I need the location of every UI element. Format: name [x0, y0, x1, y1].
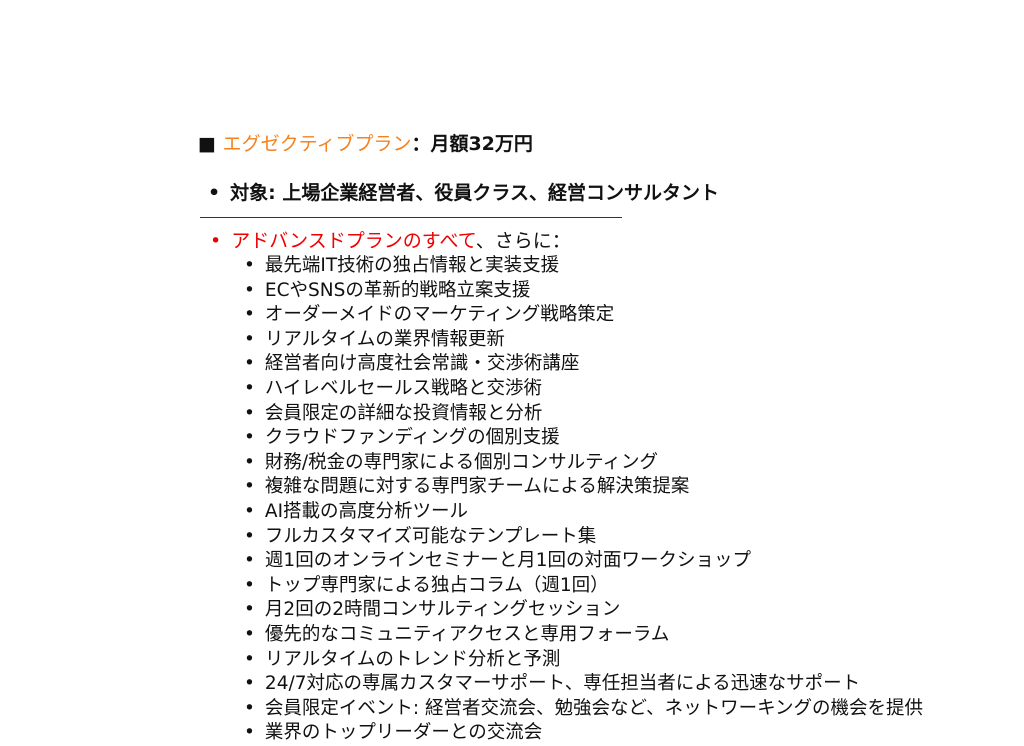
feature-item: 財務/税金の専門家による個別コンサルティング	[244, 451, 923, 476]
feature-item: 会員限定イベント: 経営者交流会、勉強会など、ネットワーキングの機会を提供	[244, 697, 923, 722]
feature-item: 最先端IT技術の独占情報と実装支援	[244, 254, 923, 279]
feature-item: ECやSNSの革新的戦略立案支援	[244, 279, 923, 304]
feature-item: 週1回のオンラインセミナーと月1回の対面ワークショップ	[244, 549, 923, 574]
square-marker: ■	[198, 133, 216, 155]
feature-item: ハイレベルセールス戦略と交渉術	[244, 377, 923, 402]
feature-item: 24/7対応の専属カスタマーサポート、専任担当者による迅速なサポート	[244, 672, 923, 697]
feature-item: トップ専門家による独占コラム（週1回）	[244, 574, 923, 599]
feature-item: オーダーメイドのマーケティング戦略策定	[244, 303, 923, 328]
target-audience: 対象: 上場企業経営者、役員クラス、経営コンサルタント	[208, 180, 719, 206]
plan-title: ■ エグゼクティブプラン：月額32万円	[198, 130, 533, 158]
plan-section: ■ エグゼクティブプラン：月額32万円 対象: 上場企業経営者、役員クラス、経営…	[198, 130, 923, 743]
advanced-plan-includes: • アドバンスドプランのすべて、さらに：	[210, 228, 571, 254]
feature-item: AI搭載の高度分析ツール	[244, 500, 923, 525]
advanced-rest: 、さらに：	[475, 230, 571, 252]
plan-name: エグゼクティブプラン	[222, 133, 412, 155]
feature-item: リアルタイムの業界情報更新	[244, 328, 923, 353]
feature-item: 業界のトップリーダーとの交流会	[244, 721, 923, 746]
feature-item: 経営者向け高度社会常識・交渉術講座	[244, 352, 923, 377]
divider	[200, 217, 622, 218]
feature-item: 複雑な問題に対する専門家チームによる解決策提案	[244, 475, 923, 500]
feature-item: 月2回の2時間コンサルティングセッション	[244, 598, 923, 623]
red-bullet-icon: •	[210, 230, 222, 252]
advanced-plan-link[interactable]: アドバンスドプランのすべて	[231, 230, 476, 252]
feature-item: リアルタイムのトレンド分析と予測	[244, 648, 923, 673]
plan-price: ：月額32万円	[411, 133, 533, 155]
feature-item: フルカスタマイズ可能なテンプレート集	[244, 525, 923, 550]
feature-item: クラウドファンディングの個別支援	[244, 426, 923, 451]
feature-item: 優先的なコミュニティアクセスと専用フォーラム	[244, 623, 923, 648]
feature-list: 最先端IT技術の独占情報と実装支援ECやSNSの革新的戦略立案支援オーダーメイド…	[244, 254, 923, 746]
feature-item: 会員限定の詳細な投資情報と分析	[244, 402, 923, 427]
